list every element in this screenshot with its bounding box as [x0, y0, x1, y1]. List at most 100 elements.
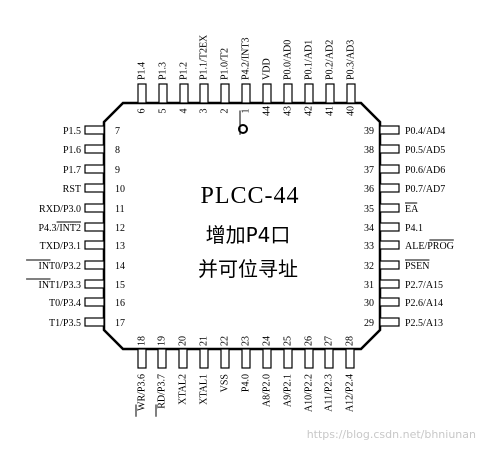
- pin-15: 15 INT1/P3.3: [26, 278, 125, 291]
- pin-lead: [379, 222, 400, 232]
- pin-lead: [199, 348, 209, 369]
- pin-label-a12-p2-4: A12/P2.4: [344, 374, 355, 412]
- pin-label-xtal2: XTAL2: [177, 374, 188, 405]
- pin-label-ea: EA: [405, 204, 419, 215]
- pin-number: 15: [115, 280, 125, 291]
- pin-7: 7P1.5: [63, 125, 120, 137]
- pin-lead: [84, 203, 105, 213]
- pin-number: 21: [198, 336, 209, 346]
- pin-lead: [262, 348, 272, 369]
- pin-label-t1-p3-5: T1/P3.5: [49, 318, 81, 329]
- pin-label-rxd-p3-0: RXD/P3.0: [39, 204, 81, 215]
- pin-number: 28: [344, 336, 355, 346]
- pin-label-p4-1: P4.1: [405, 223, 423, 234]
- pin-lead: [379, 164, 400, 174]
- pin-lead: [84, 183, 105, 193]
- pin-3: 3P1.1/T2EX: [198, 34, 209, 114]
- pin-number: 22: [219, 336, 230, 346]
- pin-31: 31 P2.7/A15: [364, 279, 443, 291]
- pin-5: 5 P1.3: [157, 62, 168, 114]
- pin-label-p0-4-ad4: P0.4/AD4: [405, 126, 445, 137]
- pin-label-a10-p2-2: A10/P2.2: [303, 374, 314, 412]
- pin-lead: [379, 240, 400, 250]
- pin-label-p1-2: P1.2: [178, 62, 189, 80]
- pin-number: 29: [364, 318, 374, 329]
- pin-label-int0-p3-2: INT0/P3.2: [39, 261, 82, 272]
- pin-lead: [84, 222, 105, 232]
- pin-lead: [84, 317, 105, 327]
- pin-lead: [241, 83, 251, 104]
- pin-label-p1-4: P1.4: [136, 62, 147, 80]
- pin-label-p1-3: P1.3: [157, 62, 168, 80]
- pin-lead: [379, 125, 400, 135]
- pin-label-a11-p2-3: A11/P2.3: [323, 374, 334, 412]
- pin-number: 3: [198, 109, 209, 114]
- pin-12: 12 P4.3/INT2: [39, 221, 125, 234]
- pin-lead: [379, 317, 400, 327]
- pin-label-p0-1-ad1: P0.1/AD1: [303, 40, 314, 80]
- pin-number: 19: [156, 336, 167, 346]
- chip-title: PLCC-44: [200, 183, 299, 209]
- pin-lead: [179, 83, 189, 104]
- pin-1: 1P4.2/INT3: [239, 38, 251, 135]
- pin-number: 14: [115, 261, 125, 272]
- pin-lead: [379, 260, 400, 270]
- pin-number: 20: [177, 336, 188, 346]
- pin-lead: [199, 83, 209, 104]
- pin-label-vss: VSS: [219, 374, 230, 392]
- pin-number: 5: [157, 109, 168, 114]
- pin-number: 36: [364, 184, 374, 195]
- pin-label-p4-3-int2: P4.3/INT2: [39, 223, 82, 234]
- pin-lead: [379, 183, 400, 193]
- pin-lead: [379, 144, 400, 154]
- pin-label-int1-p3-3: INT1/P3.3: [39, 280, 82, 291]
- pin-label-p0-2-ad2: P0.2/AD2: [324, 40, 335, 80]
- pin-lead: [304, 83, 314, 104]
- pin-lead: [84, 297, 105, 307]
- pin-lead: [158, 83, 168, 104]
- pin-number: 25: [282, 336, 293, 346]
- pin-number: 12: [115, 223, 125, 234]
- pin-label-rst: RST: [63, 184, 81, 195]
- pin-number: 23: [240, 336, 251, 346]
- pin-label-xtal1: XTAL1: [198, 374, 209, 405]
- pin-lead: [346, 83, 356, 104]
- pin-lead: [137, 348, 147, 369]
- pin-lead: [178, 348, 188, 369]
- pin-lead: [84, 279, 105, 289]
- pin-lead: [379, 297, 400, 307]
- pin-number: 31: [364, 280, 374, 291]
- pin-label-p4-2-int3: P4.2/INT3: [240, 38, 251, 81]
- pin-label-ale-prog: ALE/PROG: [405, 241, 454, 252]
- pin1-marker-dot: [238, 124, 248, 134]
- pin-lead: [220, 83, 230, 104]
- pin-label-p2-7-a15: P2.7/A15: [405, 280, 443, 291]
- pin-label-p0-6-ad6: P0.6/AD6: [405, 165, 445, 176]
- pin-label-p0-7-ad7: P0.7/AD7: [405, 184, 445, 195]
- pin-2: 2P1.0/T2: [219, 48, 230, 113]
- pin-lead: [283, 83, 293, 104]
- pin-label-rd-p3-7: RD/P3.7: [156, 374, 167, 409]
- pin-number: 37: [364, 165, 374, 176]
- pin-label-txd-p3-1: TXD/P3.1: [40, 241, 81, 252]
- pin-lead: [379, 279, 400, 289]
- pin-label-p0-5-ad5: P0.5/AD5: [405, 145, 445, 156]
- pin-number: 43: [282, 106, 293, 116]
